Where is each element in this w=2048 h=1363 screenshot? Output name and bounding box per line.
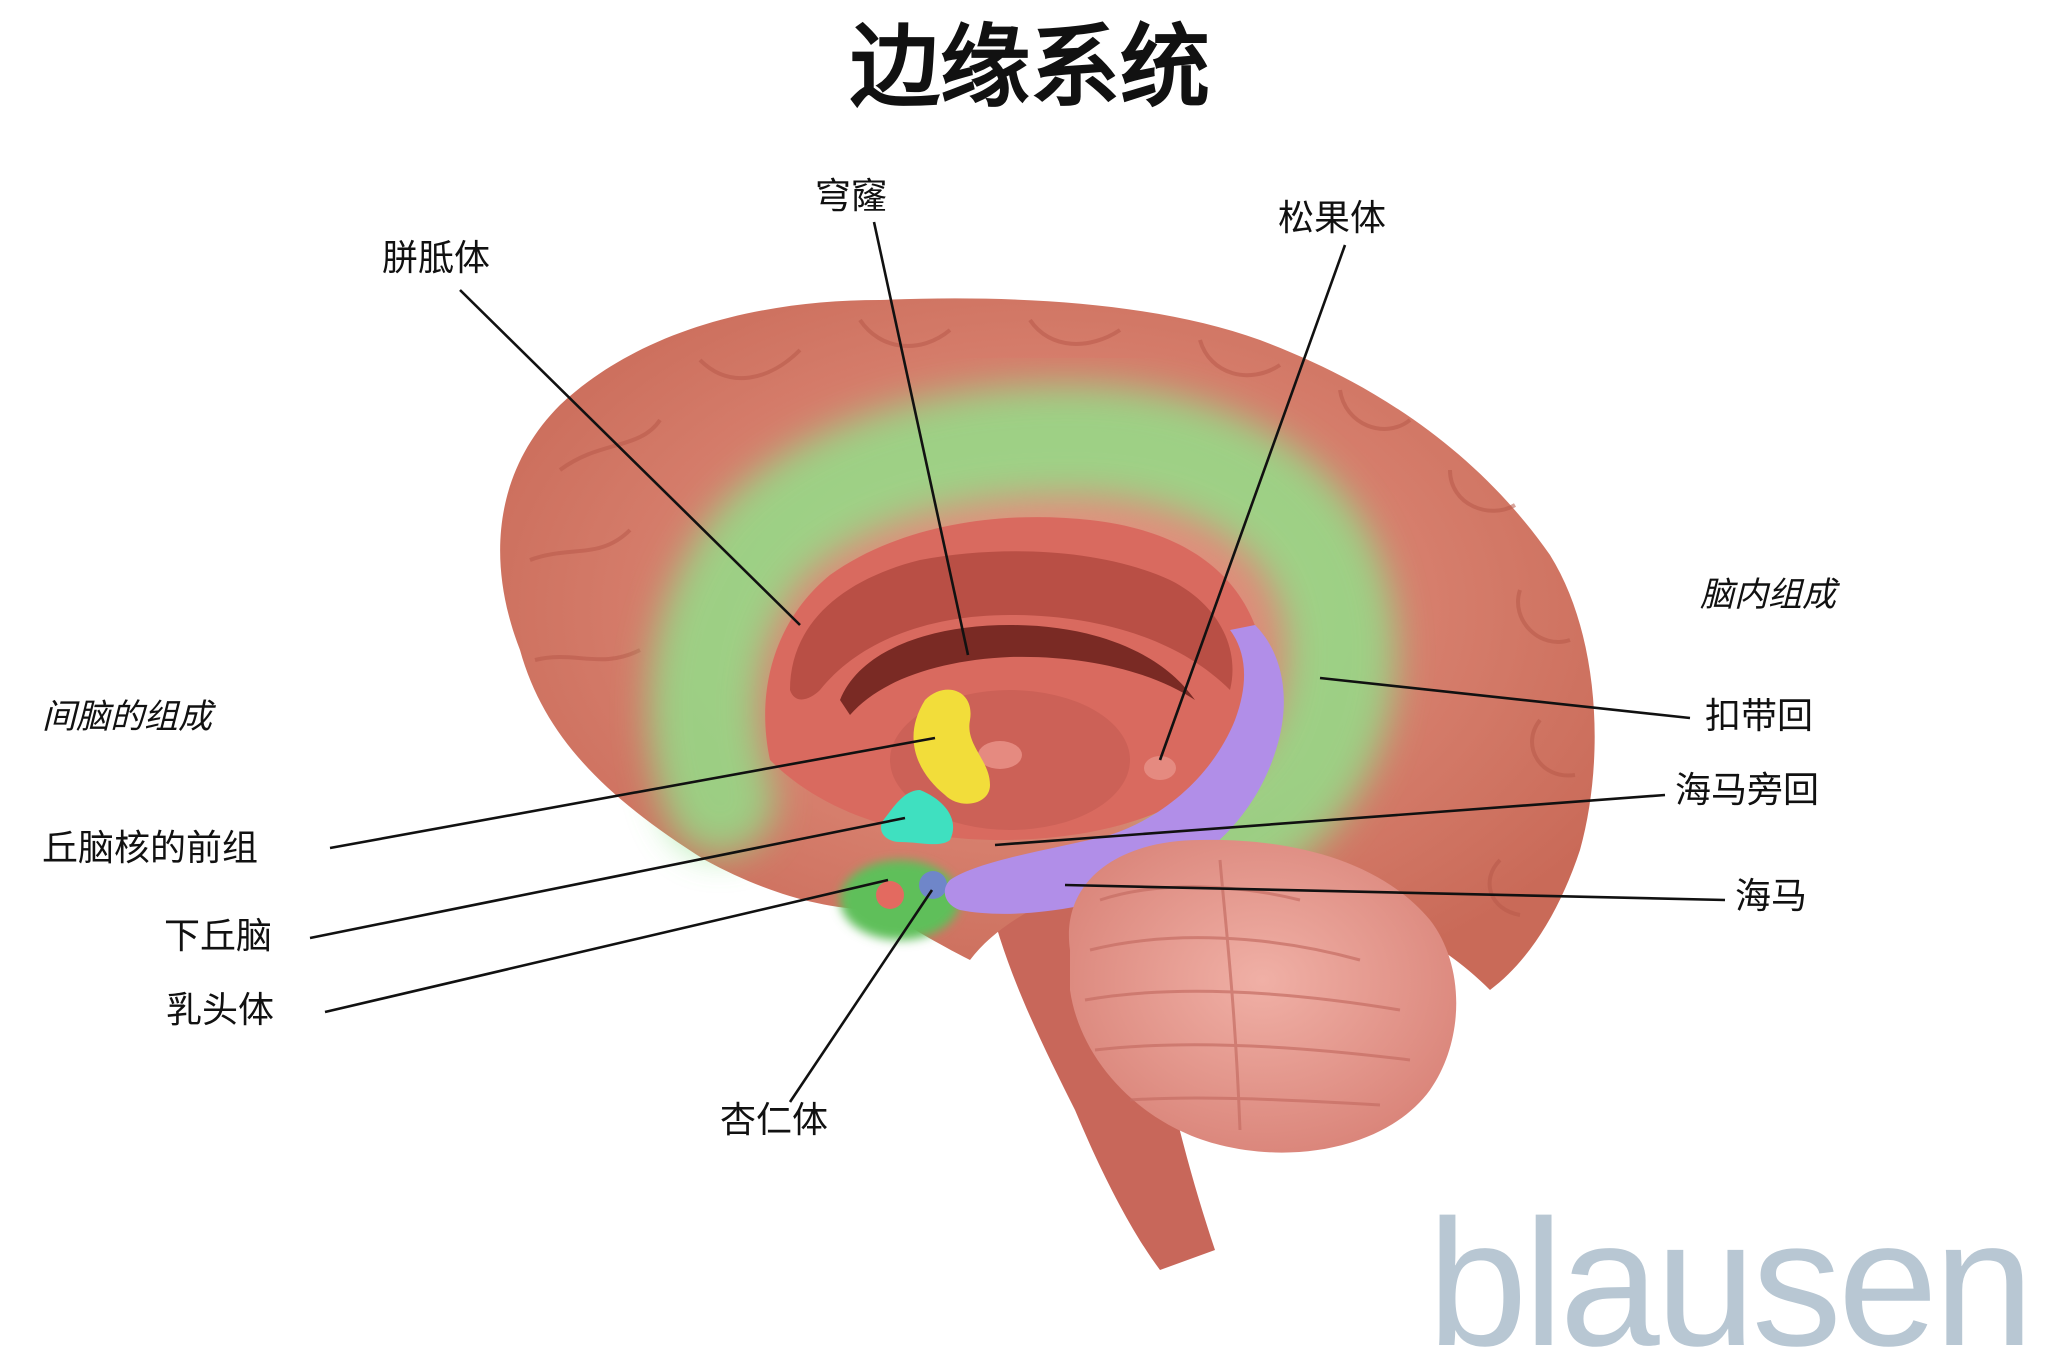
leader-mammillary-body (324, 878, 889, 1014)
anterior-thalamic-nuclei-shape (913, 689, 990, 804)
pineal-body-shape (1144, 756, 1176, 780)
corpus-callosum-shape (790, 551, 1233, 700)
label-pineal-body: 松果体 (1278, 198, 1386, 239)
label-hypothalamus: 下丘脑 (164, 916, 272, 957)
leader-corpus-callosum (459, 289, 801, 626)
label-parahippocampal-gyrus: 海马旁回 (1675, 770, 1819, 811)
label-amygdala: 杏仁体 (720, 1100, 828, 1141)
label-cingulate-gyrus: 扣带回 (1705, 696, 1813, 737)
leader-fornix (872, 221, 970, 656)
page-title: 边缘系统 (850, 15, 1210, 120)
leader-parahippocampal-gyrus (994, 793, 1666, 847)
leader-lines (309, 221, 1726, 1103)
leader-anterior-thalamic-nuclei (329, 736, 936, 850)
label-anterior-thalamic-nuclei: 丘脑核的前组 (42, 828, 258, 869)
label-corpus-callosum: 胼胝体 (382, 238, 490, 279)
leader-hypothalamus (309, 816, 906, 940)
cerebellum (1068, 839, 1457, 1153)
leader-pineal-body (1158, 244, 1347, 761)
amygdala-shape (919, 871, 947, 899)
mammillary-body-shape (876, 881, 904, 909)
hypothalamus-shape (880, 790, 954, 845)
brain-stem (985, 880, 1215, 1270)
leader-amygdala (788, 889, 934, 1103)
label-mammillary-body: 乳头体 (166, 990, 274, 1031)
cingulate-band (648, 384, 1396, 905)
leader-cingulate-gyrus (1319, 676, 1691, 720)
thalamic-adhesion (978, 741, 1022, 769)
leader-hippocampus (1064, 883, 1726, 902)
blausen-logo: blausen (1427, 1183, 2030, 1363)
section-cerebrum: 脑内组成 (1700, 575, 1841, 615)
label-hippocampus: 海马 (1735, 876, 1807, 917)
label-fornix: 穹窿 (815, 176, 887, 217)
cortex-folds (529, 318, 1576, 917)
cerebellum-folia (1084, 859, 1411, 1131)
fornix-shape (840, 625, 1195, 715)
section-diencephalon: 间脑的组成 (42, 697, 217, 737)
